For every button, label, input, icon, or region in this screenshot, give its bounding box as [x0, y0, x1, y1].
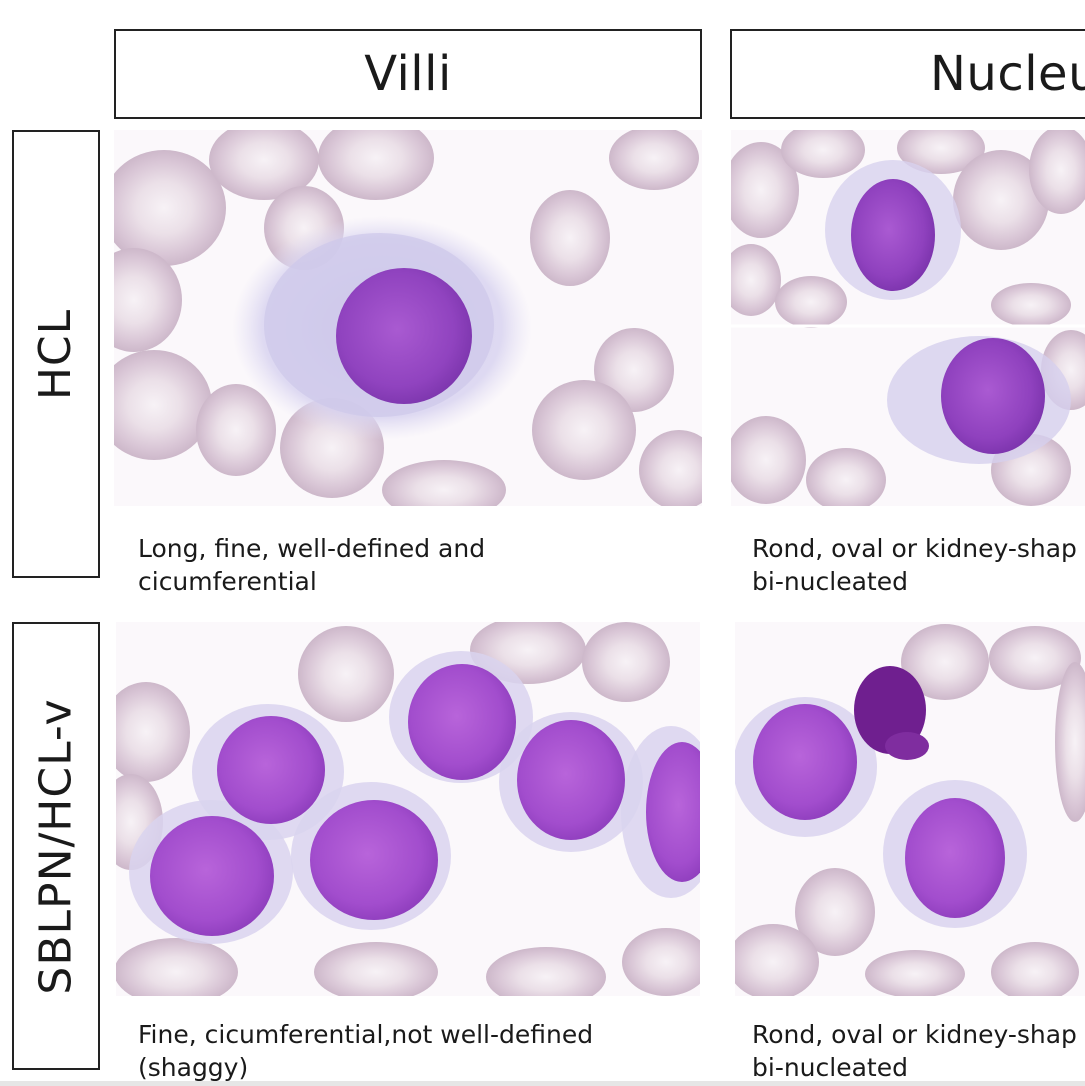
column-header-nucleus: Nucleu [730, 29, 1085, 119]
micrograph-hcl-nucleus-image [731, 130, 1085, 506]
micrograph-sblpn-villi [116, 622, 700, 996]
caption-hcl-nucleus-line-2: bi-nucleated [752, 567, 908, 596]
caption-hcl-nucleus-line-1: Rond, oval or kidney-shap [752, 534, 1077, 563]
row-header-hcl: HCL [12, 130, 100, 578]
micrograph-hcl-nucleus [731, 130, 1085, 506]
micrograph-hcl-villi-image [114, 130, 702, 506]
caption-sblpn-villi-line-2: (shaggy) [138, 1053, 249, 1082]
column-header-nucleus-label: Nucleu [930, 46, 1085, 102]
micrograph-sblpn-villi-image [116, 622, 700, 996]
row-header-sblpn: SBLPN/HCL-v [12, 622, 100, 1070]
caption-hcl-villi-line-2: cicumferential [138, 567, 317, 596]
caption-hcl-nucleus: Rond, oval or kidney-shap bi-nucleated [752, 532, 1085, 598]
column-header-villi: Villi [114, 29, 702, 119]
caption-sblpn-villi: Fine, cicumferential,not well-defined (s… [138, 1018, 698, 1084]
micrograph-sblpn-nucleus-image [735, 622, 1085, 996]
bottom-edge-divider [0, 1081, 1085, 1086]
caption-hcl-villi: Long, fine, well-defined and cicumferent… [138, 532, 698, 598]
caption-hcl-villi-line-1: Long, fine, well-defined and [138, 534, 486, 563]
micrograph-sblpn-nucleus [735, 622, 1085, 996]
micrograph-hcl-villi [114, 130, 702, 506]
row-header-sblpn-label: SBLPN/HCL-v [30, 697, 82, 995]
column-header-villi-label: Villi [364, 46, 452, 102]
row-header-hcl-label: HCL [30, 308, 82, 400]
caption-sblpn-nucleus-line-2: bi-nucleated [752, 1053, 908, 1082]
caption-sblpn-nucleus: Rond, oval or kidney-shap bi-nucleated [752, 1018, 1085, 1084]
caption-sblpn-villi-line-1: Fine, cicumferential,not well-defined [138, 1020, 594, 1049]
caption-sblpn-nucleus-line-1: Rond, oval or kidney-shap [752, 1020, 1077, 1049]
